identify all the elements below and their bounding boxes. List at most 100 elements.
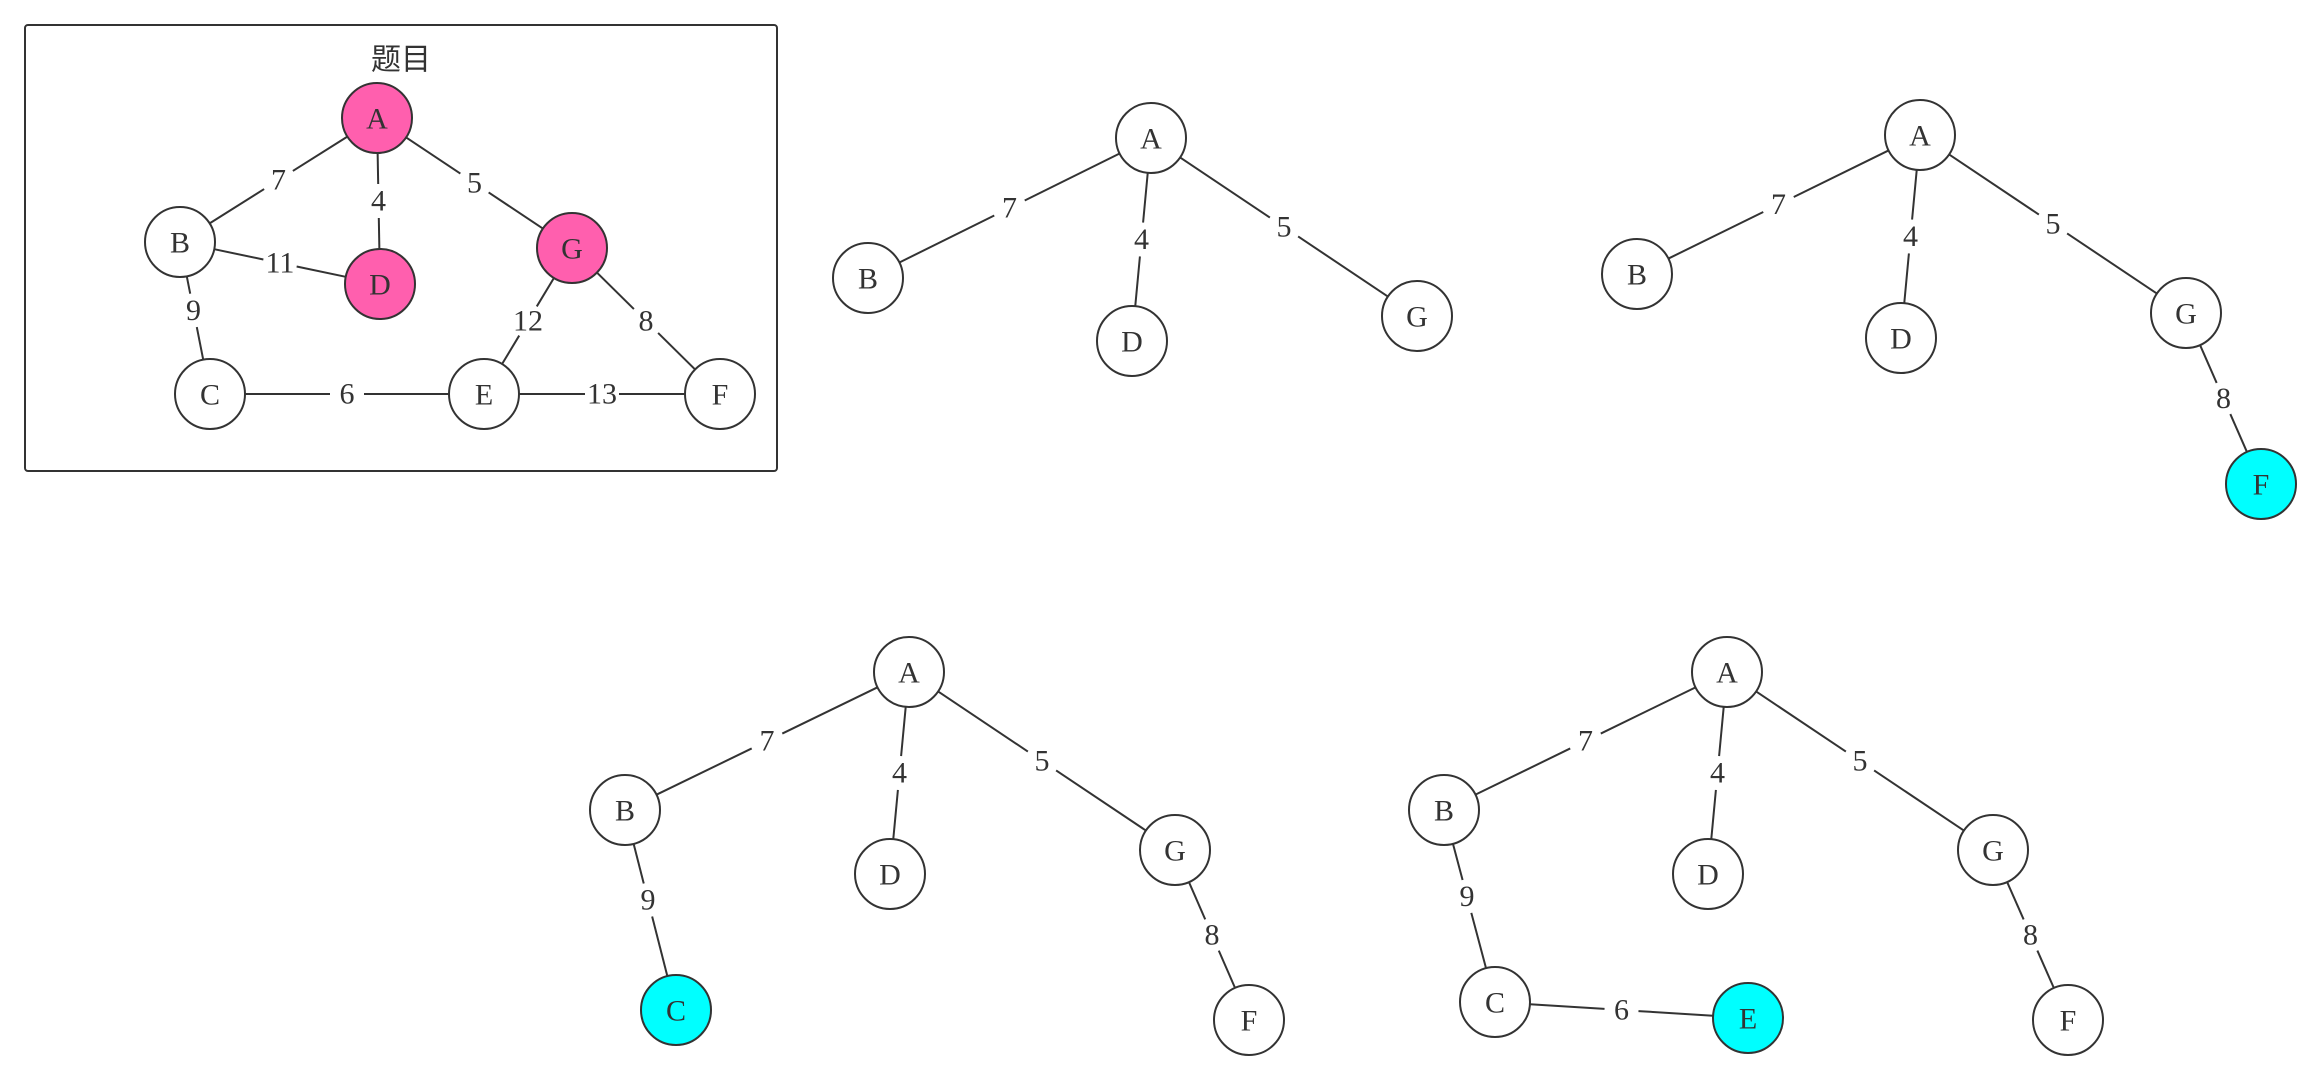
step-4-edge-g-f-line xyxy=(2036,950,2055,989)
step-3-edge-b-c-line xyxy=(651,916,669,977)
step-2-edge-a-b-weight: 7 xyxy=(1771,188,1786,221)
step-1-graph: 7 4 5 A B D G xyxy=(832,102,1453,377)
problem-edge-b-d-line xyxy=(214,248,264,261)
step-1-node-a xyxy=(1115,102,1187,174)
step-4-edge-a-g-weight: 5 xyxy=(1853,745,1868,778)
step-4-edge-b-c-weight: 9 xyxy=(1459,880,1474,913)
step-3-node-a-label: A xyxy=(898,657,920,690)
step-1-node-g-label: G xyxy=(1406,301,1428,334)
step-4-node-d xyxy=(1672,838,1744,910)
step-1-edge-a-b-line xyxy=(1024,152,1121,202)
step-2-edge-a-g-line xyxy=(1948,153,2040,216)
problem-title: 题目 xyxy=(371,43,431,78)
step-4-edge-g-f-weight: 8 xyxy=(2023,919,2038,952)
step-4-node-g xyxy=(1957,814,2029,886)
step-3-edge-g-f-line xyxy=(1188,881,1207,920)
step-4-edge-c-e-line xyxy=(1638,1010,1714,1017)
problem-edge-a-d-weight: 4 xyxy=(371,185,386,218)
step-3-node-b xyxy=(589,774,661,846)
step-3-edge-a-g-line xyxy=(1055,769,1147,832)
step-3-edge-g-f-line xyxy=(1217,950,1236,989)
problem-edge-g-e-weight: 12 xyxy=(513,305,543,338)
step-2-edge-a-d-line xyxy=(1903,253,1910,304)
problem-node-b xyxy=(144,206,216,278)
step-1-edge-a-d-line xyxy=(1134,256,1141,307)
step-4-node-e-label: E xyxy=(1739,1003,1757,1036)
problem-edge-g-f-weight: 8 xyxy=(639,305,654,338)
step-1-node-g xyxy=(1381,280,1453,352)
step-1-node-b xyxy=(832,242,904,314)
problem-node-a-label: A xyxy=(366,103,388,136)
step-1-node-b-label: B xyxy=(858,263,878,296)
step-4-node-a-label: A xyxy=(1716,657,1738,690)
step-1-edge-a-b-weight: 7 xyxy=(1002,192,1017,225)
step-4-node-f-label: F xyxy=(2060,1005,2077,1038)
problem-edge-g-e-line xyxy=(535,277,555,307)
step-2-node-a-label: A xyxy=(1909,120,1931,153)
step-1-edge-a-d-weight: 4 xyxy=(1134,223,1149,256)
step-3-edge-a-g-weight: 5 xyxy=(1035,745,1050,778)
problem-edge-c-e-weight: 6 xyxy=(340,378,355,411)
step-3-edge-b-c-line xyxy=(632,843,645,884)
step-3-edge-a-d-line xyxy=(900,706,907,757)
step-2-node-b-label: B xyxy=(1627,259,1647,292)
step-3-edge-a-g-line xyxy=(937,690,1029,753)
step-3-node-g-label: G xyxy=(1164,835,1186,868)
step-2-edge-a-d-weight: 4 xyxy=(1903,220,1918,253)
problem-edge-a-g-line xyxy=(488,191,544,230)
step-2-node-g-label: G xyxy=(2175,298,2197,331)
problem-node-d xyxy=(344,248,416,320)
step-4-edge-c-e-weight: 6 xyxy=(1614,994,1629,1027)
step-4-edge-a-b-line xyxy=(1600,686,1696,735)
step-2-edge-g-f-line xyxy=(2229,413,2248,453)
step-3-node-f-label: F xyxy=(1241,1005,1258,1038)
problem-node-g-label: G xyxy=(561,233,583,266)
problem-node-c-label: C xyxy=(200,379,220,412)
problem-edge-g-e-line xyxy=(501,335,521,365)
step-3-edge-a-b-line xyxy=(656,747,753,796)
step-2-node-f xyxy=(2225,448,2297,520)
problem-edge-b-d-line xyxy=(296,265,346,278)
step-2-edge-g-f-line xyxy=(2199,344,2218,384)
problem-node-f-label: F xyxy=(712,379,729,412)
step-4-edge-a-g-line xyxy=(1755,690,1847,753)
problem-edge-a-b-line xyxy=(209,188,265,225)
step-2-edge-a-g-line xyxy=(2066,232,2158,295)
step-2-edge-a-b-line xyxy=(1667,211,1764,260)
step-1-edge-a-g-line xyxy=(1179,156,1271,219)
step-4-node-e xyxy=(1712,982,1784,1054)
step-3-node-d-label: D xyxy=(879,859,901,892)
problem-edge-a-d-line xyxy=(376,152,380,185)
step-1-edge-a-d-line xyxy=(1142,172,1149,223)
step-4-node-b-label: B xyxy=(1434,795,1454,828)
step-3-edge-a-b-line xyxy=(781,686,878,735)
problem-edge-g-f-line xyxy=(657,332,696,371)
step-4-node-c-label: C xyxy=(1485,987,1505,1020)
problem-edge-g-f-line xyxy=(596,271,635,310)
step-1-edge-a-g-weight: 5 xyxy=(1277,211,1292,244)
step-2-node-f-label: F xyxy=(2253,469,2270,502)
step-1-node-d xyxy=(1096,305,1168,377)
step-4-node-g-label: G xyxy=(1982,835,2004,868)
step-4-node-c xyxy=(1459,966,1531,1038)
step-1-node-d-label: D xyxy=(1121,326,1143,359)
problem-panel-frame xyxy=(24,24,778,472)
step-2-edge-a-d-line xyxy=(1911,169,1918,220)
problem-edge-a-g-line xyxy=(405,136,461,175)
step-4-node-a xyxy=(1691,636,1763,708)
problem-edge-b-d-weight: 11 xyxy=(266,247,295,280)
step-4-edge-a-d-line xyxy=(1710,789,1717,840)
problem-edge-a-g-weight: 5 xyxy=(467,167,482,200)
problem-edge-a-b-line xyxy=(292,135,348,172)
problem-edge-a-b-weight: 7 xyxy=(271,164,286,197)
step-4-edge-b-c-line xyxy=(1452,843,1464,881)
step-4-edge-c-e-line xyxy=(1529,1003,1605,1010)
step-3-node-a xyxy=(873,636,945,708)
step-4-edge-g-f-line xyxy=(2006,881,2025,920)
step-1-node-a-label: A xyxy=(1140,123,1162,156)
problem-node-a xyxy=(341,82,413,154)
